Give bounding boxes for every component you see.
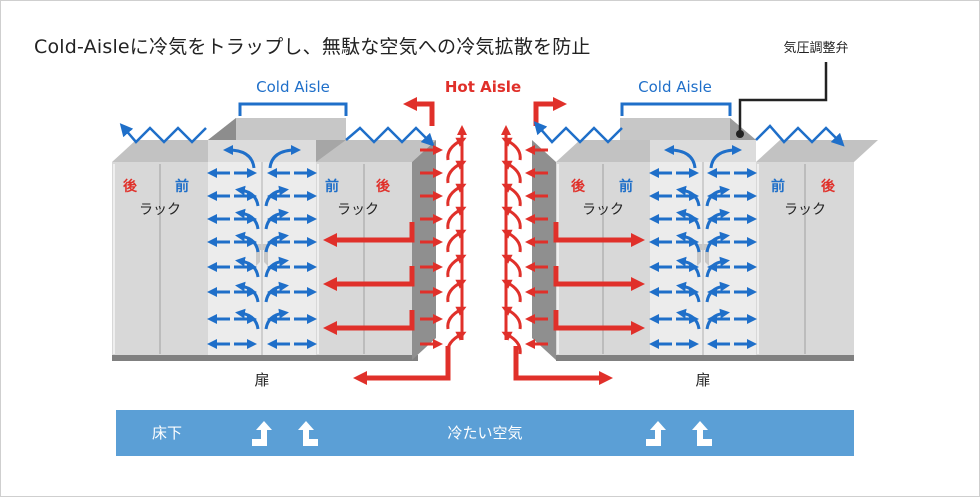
rack-left-outer bbox=[112, 140, 232, 355]
rack-label-rear-2: 後 bbox=[376, 178, 391, 195]
rack-label-front-1: 前 bbox=[175, 178, 189, 195]
rack-label-3: ラック bbox=[582, 202, 624, 218]
rack-label-front-4: 前 bbox=[771, 178, 785, 195]
cold-arrow-right-curve-l-6 bbox=[676, 308, 701, 330]
rack-label-rear-3: 後 bbox=[571, 178, 586, 195]
cold-arrow-left-curve-r-5 bbox=[264, 281, 289, 303]
cold-arrow-right-curve-r-2 bbox=[705, 208, 730, 230]
damper-leader bbox=[738, 62, 828, 132]
rack-label-1: ラック bbox=[139, 202, 181, 218]
floor-up-arrow-1 bbox=[252, 421, 272, 446]
hot-aisle-label: Hot Aisle bbox=[445, 78, 521, 96]
cold-aisle-roof-right bbox=[620, 118, 730, 140]
hot-curl-r-2 bbox=[501, 183, 522, 207]
escape-zigzag-3 bbox=[533, 121, 623, 144]
cold-arrow-right-curve-l-1 bbox=[676, 185, 701, 207]
rack-label-2: ラック bbox=[337, 202, 379, 218]
hot-curl-r-6 bbox=[501, 279, 522, 303]
cold-arrow-right-curve-l-2 bbox=[676, 208, 701, 230]
cold-arrow-left-top-r bbox=[268, 145, 301, 169]
hot-curl-l-4 bbox=[446, 229, 467, 253]
hot-recirc-left-3 bbox=[323, 310, 415, 335]
cold-arrow-left-curve-l-4 bbox=[235, 256, 260, 278]
cold-arrow-left-curve-l-6 bbox=[235, 308, 260, 330]
floor-up-arrow-3 bbox=[646, 421, 666, 446]
hot-curl-l-6 bbox=[446, 279, 467, 303]
hot-curl-r-3 bbox=[501, 206, 522, 230]
cold-arrow-left-curve-r-6 bbox=[264, 308, 289, 330]
cold-arrow-left-curve-l-3 bbox=[235, 231, 260, 253]
hot-curl-l-7 bbox=[446, 306, 467, 330]
cold-arrow-left-curve-r-4 bbox=[264, 256, 289, 278]
floor-line-right bbox=[556, 355, 854, 361]
cold-aisle-roof-left bbox=[236, 118, 346, 140]
cold-arrow-right-curve-l-5 bbox=[676, 281, 701, 303]
hot-bottom-left bbox=[353, 346, 451, 385]
cold-arrow-right-curve-r-3 bbox=[705, 231, 730, 253]
hot-recirc-right-3 bbox=[553, 310, 645, 335]
hot-curl-l-1 bbox=[446, 160, 467, 184]
cold-air-label: 冷たい空気 bbox=[447, 424, 522, 442]
floor-up-arrow-2 bbox=[298, 421, 318, 446]
cold-arrow-left-curve-l-5 bbox=[235, 281, 260, 303]
cold-arrow-right-curve-r-4 bbox=[705, 256, 730, 278]
door-label-right: 扉 bbox=[695, 371, 710, 389]
hot-curl-r-4 bbox=[501, 229, 522, 253]
floor-up-arrow-4 bbox=[692, 421, 712, 446]
rack-label-front-2: 前 bbox=[325, 178, 339, 195]
cold-arrow-right-top-r bbox=[709, 145, 742, 169]
floor-line-left bbox=[112, 355, 418, 361]
hot-curl-l-3 bbox=[446, 206, 467, 230]
cold-arrow-right-curve-l-3 bbox=[676, 231, 701, 253]
rack-label-4: ラック bbox=[784, 202, 826, 218]
hot-curl-l-2 bbox=[446, 183, 467, 207]
cold-arrow-left-curve-l-2 bbox=[235, 208, 260, 230]
cold-arrow-right-curve-r-1 bbox=[705, 185, 730, 207]
rack-label-front-3: 前 bbox=[619, 178, 633, 195]
hot-curl-l-0 bbox=[446, 137, 467, 161]
underfloor-band bbox=[116, 410, 854, 456]
cold-aisle-bracket-left bbox=[238, 102, 348, 116]
cold-arrow-right-curve-r-6 bbox=[705, 308, 730, 330]
hot-curl-r-0 bbox=[501, 137, 522, 161]
hot-aisle-top-arrow-right bbox=[533, 97, 567, 126]
rack-label-rear-4: 後 bbox=[821, 178, 836, 195]
rack-right-outer bbox=[756, 140, 878, 355]
hot-bottom-right bbox=[513, 346, 613, 385]
damper-label: 気圧調整弁 bbox=[783, 40, 848, 56]
hot-aisle-top-arrow-left bbox=[403, 97, 435, 126]
hot-curl-r-1 bbox=[501, 160, 522, 184]
cold-arrow-left-curve-r-2 bbox=[264, 208, 289, 230]
hot-recirc-right-2 bbox=[553, 266, 645, 291]
hot-curl-r-5 bbox=[501, 254, 522, 278]
hot-curl-l-5 bbox=[446, 254, 467, 278]
cold-arrow-left-curve-r-3 bbox=[264, 231, 289, 253]
escape-zigzag-2 bbox=[345, 126, 435, 147]
hot-curl-r-7 bbox=[501, 306, 522, 330]
cold-arrow-left-curve-r-1 bbox=[264, 185, 289, 207]
diagram-title: Cold-Aisleに冷気をトラップし、無駄な空気への冷気拡散を防止 bbox=[34, 36, 591, 58]
cold-arrow-left-top-l bbox=[223, 145, 256, 169]
cold-arrow-left-curve-l-1 bbox=[235, 185, 260, 207]
hot-recirc-left-2 bbox=[323, 266, 415, 291]
door-label-left: 扉 bbox=[254, 371, 269, 389]
cold-arrow-right-curve-r-5 bbox=[705, 281, 730, 303]
cold-arrow-right-top-l bbox=[664, 145, 697, 169]
escape-zigzag-4 bbox=[755, 124, 845, 147]
underfloor-label: 床下 bbox=[152, 424, 182, 442]
cold-aisle-label-left: Cold Aisle bbox=[256, 78, 330, 96]
hot-recirc-left-1 bbox=[323, 222, 415, 247]
hot-recirc-right-1 bbox=[553, 222, 645, 247]
hot-curl-r-8 bbox=[501, 331, 522, 355]
cold-aisle-bracket-right bbox=[620, 102, 732, 116]
cold-arrow-right-curve-l-4 bbox=[676, 256, 701, 278]
escape-zigzag-1 bbox=[119, 123, 207, 144]
rack-label-rear-1: 後 bbox=[123, 178, 138, 195]
damper-dot bbox=[736, 130, 744, 138]
cold-aisle-label-right: Cold Aisle bbox=[638, 78, 712, 96]
